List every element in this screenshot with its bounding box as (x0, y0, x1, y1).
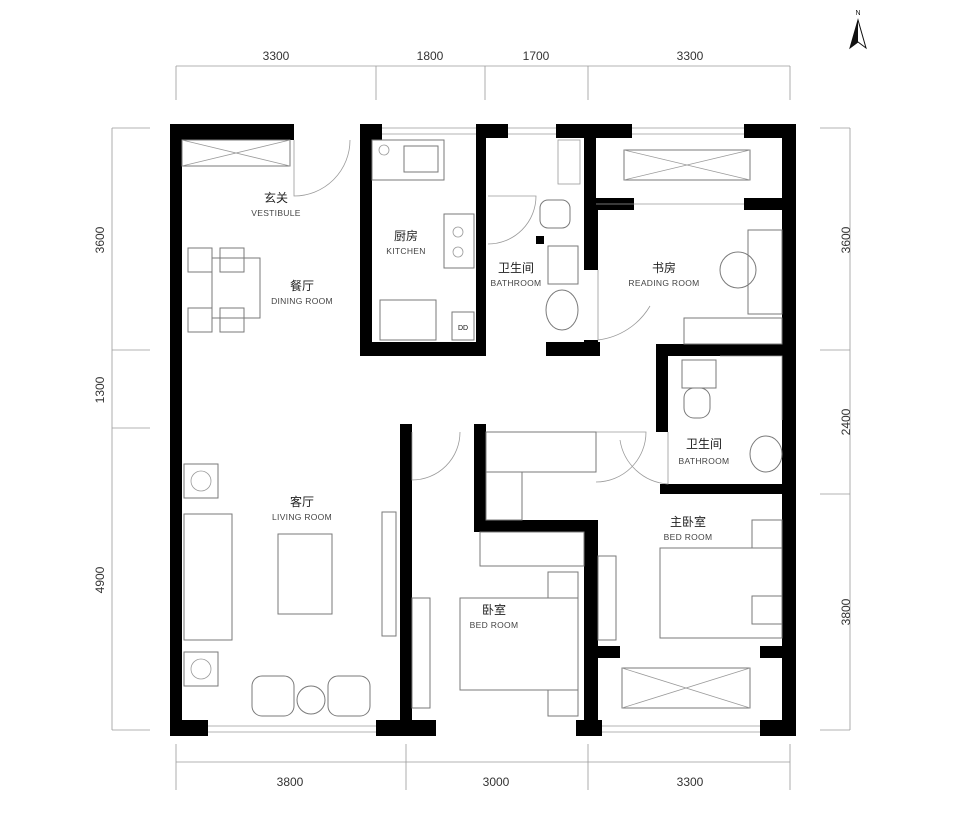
dim-top-3: 1700 (523, 49, 550, 63)
bathroom2-fixtures (681, 355, 783, 473)
shoe-cabinet (181, 139, 291, 167)
dim-bottom-2: 3000 (483, 775, 510, 789)
master-bed-furniture (597, 519, 783, 709)
tv-cabinet (381, 511, 397, 637)
room-living-en: LIVING ROOM (272, 512, 332, 522)
room-dining-cn: 餐厅 (290, 278, 314, 293)
master-bed (659, 547, 783, 639)
doors (293, 139, 669, 485)
dim-top-4: 3300 (677, 49, 704, 63)
closet (479, 431, 597, 567)
north-label: N (855, 10, 860, 17)
kitchen-counter: DD (371, 139, 475, 341)
room-vestibule-cn: 玄关 (264, 190, 288, 205)
room-bathroom1-cn: 卫生间 (498, 261, 534, 275)
room-labels: 玄关 VESTIBULE 厨房 KITCHEN 卫生间 BATHROOM 书房 … (251, 190, 729, 630)
room-masterbed-en: BED ROOM (664, 532, 713, 542)
dim-left-2: 1300 (93, 376, 107, 403)
dimension-labels: 3300 1800 1700 3300 3800 3000 3300 3600 … (93, 49, 853, 789)
dim-left-3: 4900 (93, 566, 107, 593)
furniture: DD (181, 139, 783, 717)
svg-text:DD: DD (458, 325, 468, 332)
room-living-cn: 客厅 (290, 494, 314, 509)
room-dining-en: DINING ROOM (271, 296, 333, 306)
dimension-lines (111, 65, 851, 790)
windows (208, 127, 760, 733)
room-vestibule-en: VESTIBULE (251, 208, 300, 218)
north-arrow-icon: N (849, 10, 867, 50)
dim-bottom-3: 3300 (677, 775, 704, 789)
room-reading-en: READING ROOM (628, 278, 699, 288)
room-bathroom1-en: BATHROOM (491, 278, 542, 288)
dim-top-1: 3300 (263, 49, 290, 63)
dim-right-2: 2400 (839, 408, 853, 435)
bed (459, 597, 579, 691)
room-masterbed-cn: 主卧室 (670, 514, 706, 529)
dim-right-1: 3600 (839, 226, 853, 253)
room-bedroom-cn: 卧室 (482, 602, 506, 617)
reading-room-furniture (623, 149, 783, 345)
room-kitchen-en: KITCHEN (386, 246, 425, 256)
dim-left-1: 3600 (93, 226, 107, 253)
coffee-table (277, 533, 333, 615)
sofa (183, 513, 233, 641)
dining-table (187, 247, 261, 333)
room-bedroom-en: BED ROOM (470, 620, 519, 630)
living-room-furniture (183, 463, 397, 717)
walls (170, 124, 796, 736)
bathroom1-fixtures (539, 139, 581, 331)
dim-top-2: 1800 (417, 49, 444, 63)
room-bathroom2-en: BATHROOM (679, 456, 730, 466)
dim-bottom-1: 3800 (277, 775, 304, 789)
bedroom-furniture (411, 571, 579, 717)
dim-right-3: 3800 (839, 598, 853, 625)
room-kitchen-cn: 厨房 (394, 228, 418, 243)
room-bathroom2-cn: 卫生间 (686, 437, 722, 451)
room-reading-cn: 书房 (652, 260, 676, 275)
